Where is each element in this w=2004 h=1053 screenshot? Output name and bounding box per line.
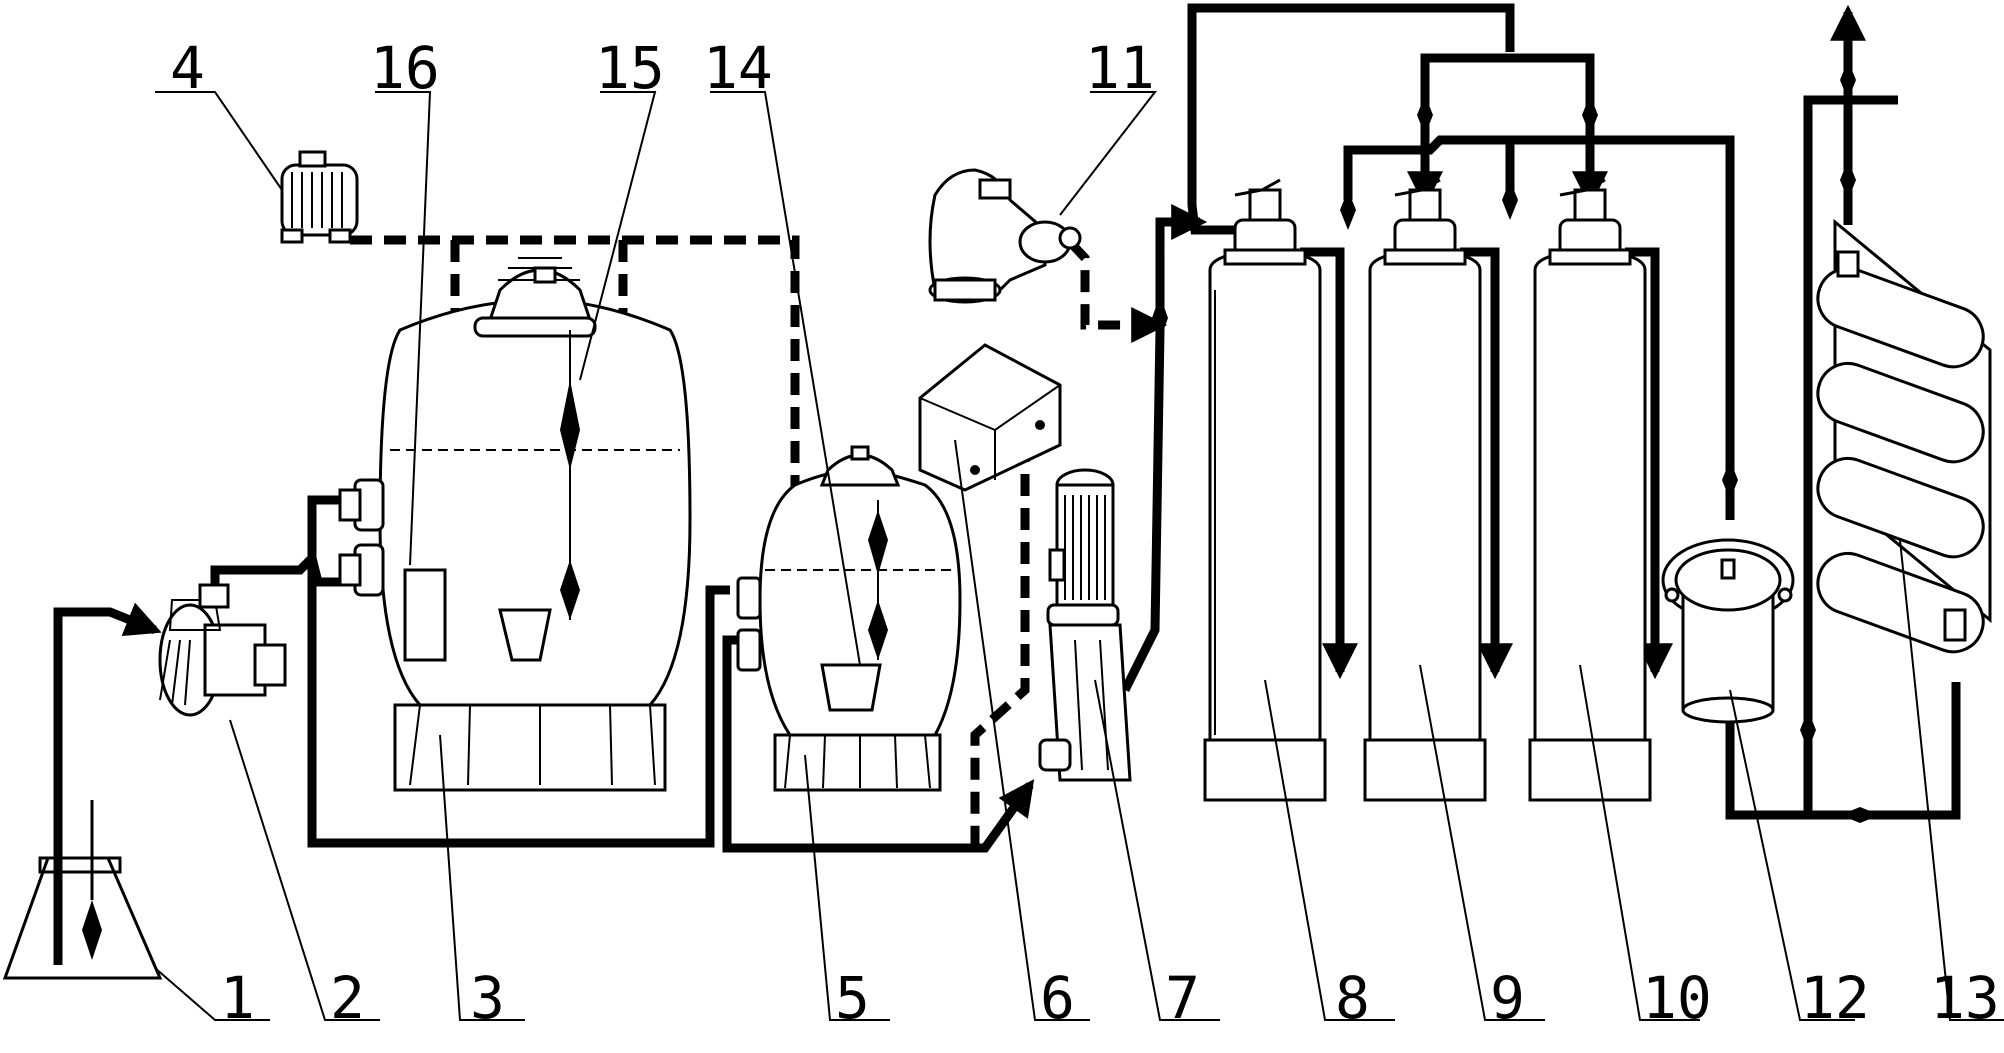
ro-membrane-13 <box>1816 218 1992 654</box>
feed-pump-2 <box>158 583 287 717</box>
softener-tank-10 <box>1528 178 1652 802</box>
raw-water-tank-1 <box>2 800 163 980</box>
leader-lines <box>154 91 2004 1021</box>
high-pressure-pump-7 <box>1038 468 1132 782</box>
label-10: 10 <box>1642 964 1712 1032</box>
label-3: 3 <box>470 964 505 1032</box>
label-12: 12 <box>1800 964 1870 1032</box>
label-9: 9 <box>1490 964 1525 1032</box>
label-7: 7 <box>1165 964 1200 1032</box>
label-4: 4 <box>170 34 205 102</box>
label-11: 11 <box>1085 34 1155 102</box>
label-1: 1 <box>220 964 255 1032</box>
valves <box>1152 60 1880 823</box>
air-pump-4 <box>280 150 359 244</box>
softener-tank-8 <box>1203 178 1327 802</box>
part-labels: 1 2 3 5 6 7 8 9 10 12 13 4 16 15 14 11 <box>170 34 2000 1032</box>
label-5: 5 <box>835 964 870 1032</box>
label-16: 16 <box>370 34 440 102</box>
cartridge-filter-12 <box>1661 538 1795 724</box>
label-6: 6 <box>1040 964 1075 1032</box>
control-box-6 <box>918 343 1062 492</box>
label-13: 13 <box>1930 964 2000 1032</box>
label-8: 8 <box>1335 964 1370 1032</box>
carbon-filter-5 <box>736 445 962 792</box>
sand-filter-3 <box>338 257 692 792</box>
softener-tank-9 <box>1363 178 1487 802</box>
blower-11 <box>928 168 1082 304</box>
label-2: 2 <box>330 964 365 1032</box>
label-15: 15 <box>595 34 665 102</box>
label-14: 14 <box>703 34 773 102</box>
